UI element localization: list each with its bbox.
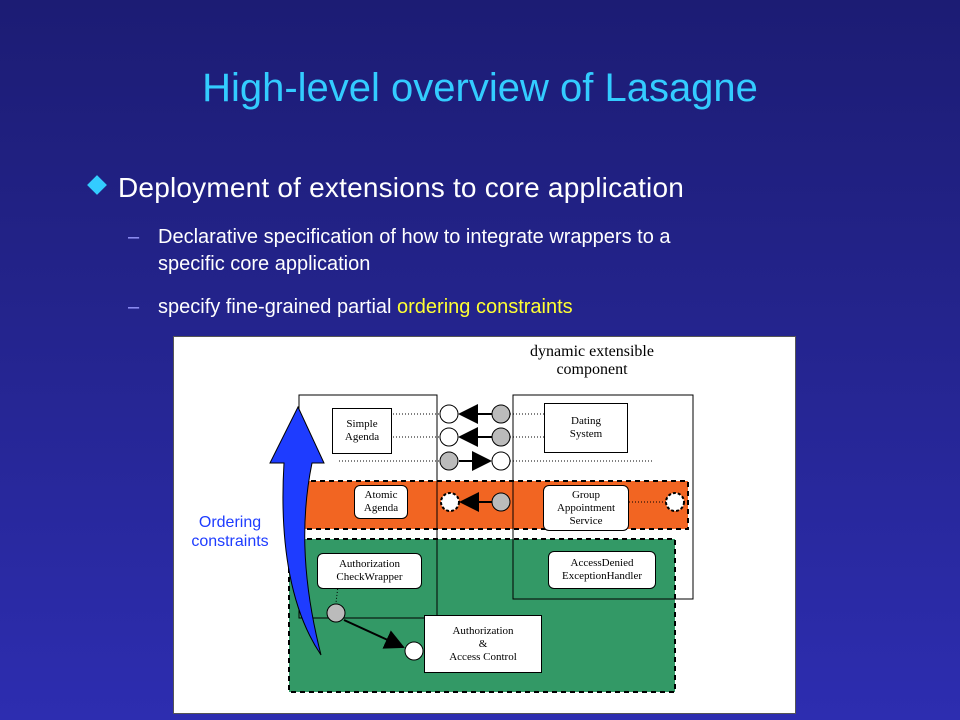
auth-wrapper-line2: CheckWrapper [336,571,403,583]
auth-control-line2: & [478,637,488,650]
simple-agenda-line1: Simple [346,418,378,430]
sub-bullet-1: – Declarative specification of how to in… [128,224,671,278]
sub-bullet-2: – specify fine-grained partial ordering … [128,294,573,321]
right-component-frame [512,394,694,600]
port-circle [439,427,459,447]
component-label: dynamic extensible component [502,343,682,379]
port-circle-dashed [665,492,685,512]
sub-bullet-2-text: specify fine-grained partial ordering co… [158,294,573,321]
architecture-diagram: dynamic extensible component Ordering co… [173,336,796,714]
port-circle [491,427,511,447]
sub-bullet-2-highlight: ordering constraints [397,296,573,318]
sub-bullet-1-line2: specific core application [158,253,371,275]
auth-control-line3: Access Control [449,650,517,663]
group-service-line1: Group [571,488,601,501]
ordering-arrow [269,405,325,656]
ordering-constraints-label: Ordering constraints [174,513,286,551]
dating-system-line1: Dating [571,415,601,427]
main-bullet: Deployment of extensions to core applica… [87,172,685,204]
component-label-line1: dynamic extensible [530,343,654,360]
port-circle [404,641,424,661]
port-circle [326,603,346,623]
authorization-access-control-box: Authorization&Access Control [424,615,542,673]
port-circle [491,451,511,471]
port-circle [439,451,459,471]
dash-bullet-icon: – [128,296,140,318]
access-denied-line1: AccessDenied [570,557,634,569]
dating-system-line2: System [569,428,603,440]
auth-control-line1: Authorization [452,624,514,637]
dash-bullet-icon: – [128,226,140,248]
access-denied-line2: ExceptionHandler [561,570,643,582]
port-circle-dashed [440,492,460,512]
simple-agenda-line2: Agenda [344,431,380,443]
port-circle [491,492,511,512]
port-circle [491,404,511,424]
sub-bullet-2-plain: specify fine-grained partial [158,296,398,318]
atomic-agenda-line2: Agenda [363,502,399,514]
component-label-line2: component [556,361,628,378]
main-bullet-text: Deployment of extensions to core applica… [118,172,685,203]
sub-bullet-1-line1: Declarative specification of how to inte… [158,226,671,248]
auth-wrapper-line1: Authorization [338,558,401,570]
ordering-label-line1: Ordering [198,514,262,531]
slide-title: High-level overview of Lasagne [202,66,758,110]
ordering-label-line2: constraints [191,533,269,550]
atomic-agenda-line1: Atomic [364,489,398,501]
group-service-line3: Service [569,514,603,527]
port-circle [439,404,459,424]
group-service-line2: Appointment [556,501,616,514]
diamond-bullet-icon [87,175,107,195]
